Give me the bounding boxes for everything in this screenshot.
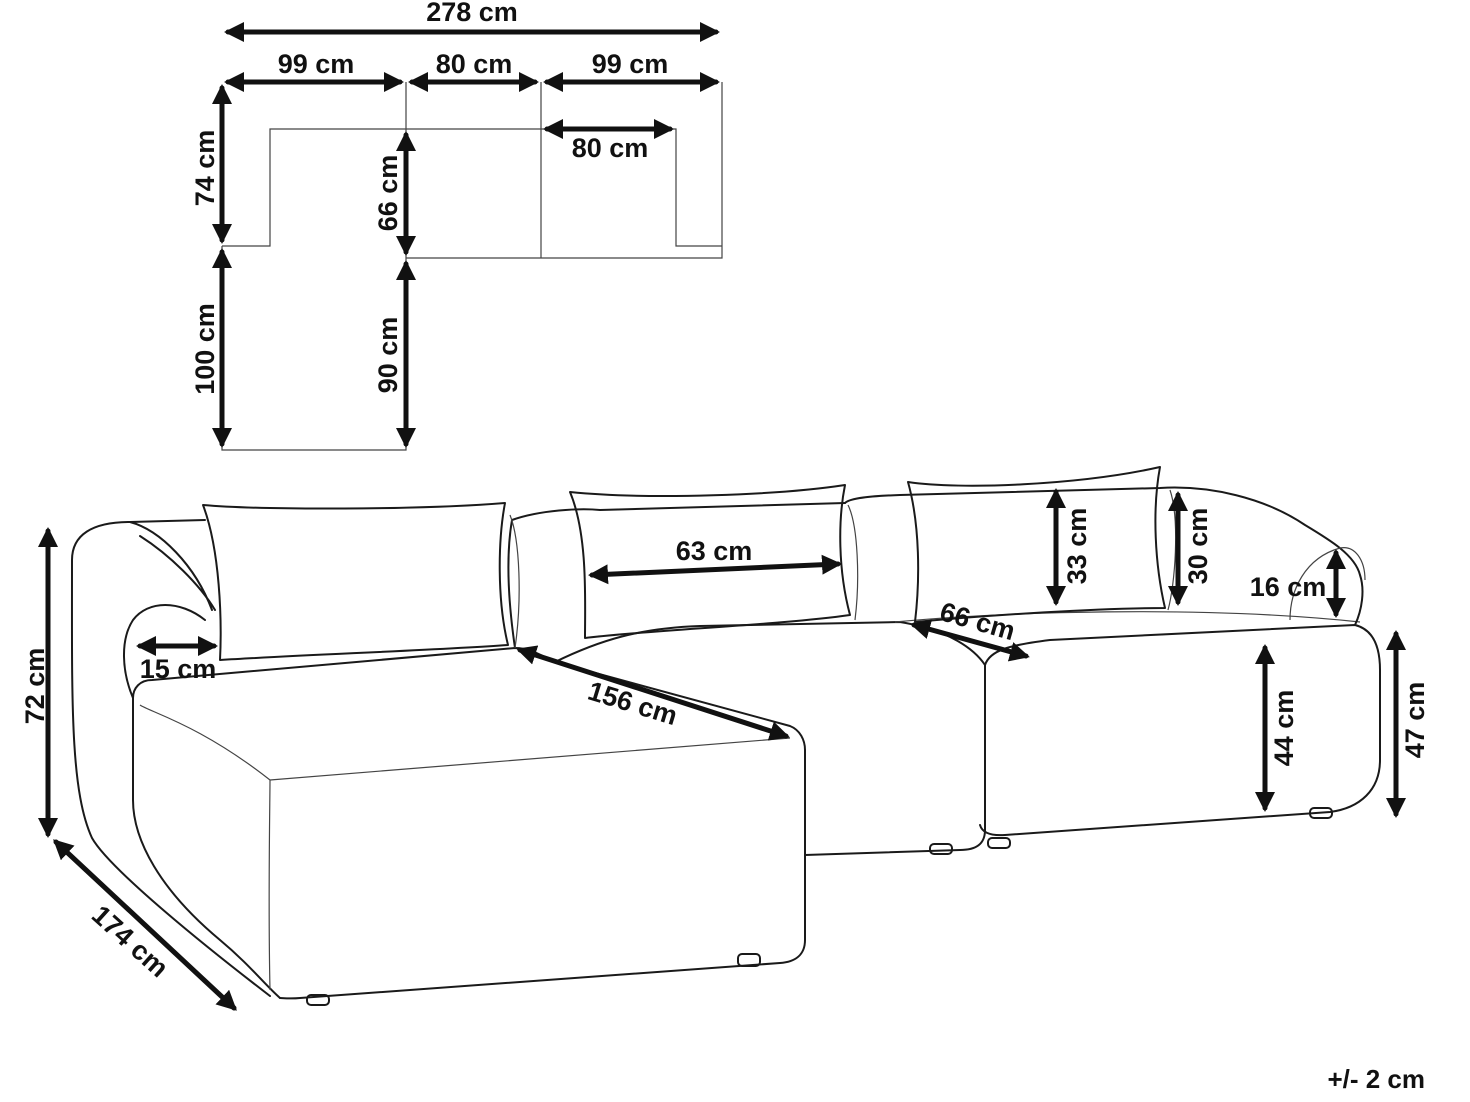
label-90: 90 cm	[373, 317, 403, 394]
chaise-seat-top	[132, 647, 806, 751]
label-66-plan: 66 cm	[373, 155, 403, 232]
label-33: 33 cm	[1062, 508, 1092, 585]
foot-5	[1309, 807, 1333, 819]
pillow-middle	[569, 484, 851, 639]
tolerance-note: +/- 2 cm	[1327, 1064, 1425, 1094]
plan-view: 278 cm 99 cm 80 cm 99 cm 80 cm 74 cm 100…	[190, 0, 723, 451]
arrow-63	[588, 554, 842, 585]
backrest-middle	[507, 502, 846, 649]
chaise-seat-edge	[139, 704, 791, 991]
label-80-inner: 80 cm	[572, 133, 649, 163]
backrest-right	[844, 486, 1364, 626]
sofa-drawing: 72 cm 174 cm 15 cm 156 cm 63 cm 66 cm 33…	[20, 466, 1430, 1011]
label-63: 63 cm	[676, 536, 753, 566]
right-seat	[979, 624, 1381, 837]
chaise-front-right	[279, 749, 806, 1000]
label-16: 16 cm	[1250, 572, 1327, 602]
label-99-right: 99 cm	[592, 49, 669, 79]
label-72: 72 cm	[20, 648, 50, 725]
arrow-66-seat	[910, 619, 1030, 662]
label-44: 44 cm	[1269, 690, 1299, 767]
arrow-174	[53, 839, 237, 1011]
label-80-mid: 80 cm	[436, 49, 513, 79]
label-66-seat: 66 cm	[937, 596, 1019, 646]
label-47: 47 cm	[1400, 682, 1430, 759]
label-99-left: 99 cm	[278, 49, 355, 79]
foot-3	[929, 843, 953, 855]
middle-seat	[554, 621, 986, 856]
pillow-right	[907, 466, 1166, 623]
left-armrest	[70, 519, 271, 997]
foot-4	[987, 837, 1011, 849]
pillow-left	[202, 502, 509, 661]
foot-1	[306, 994, 330, 1006]
foot-2	[737, 953, 761, 967]
label-30: 30 cm	[1183, 508, 1213, 585]
arrow-156	[516, 645, 790, 741]
label-15: 15 cm	[140, 654, 217, 684]
seat-top-line	[894, 611, 1361, 623]
label-74: 74 cm	[190, 130, 220, 207]
label-278: 278 cm	[426, 0, 518, 27]
label-100: 100 cm	[190, 303, 220, 395]
